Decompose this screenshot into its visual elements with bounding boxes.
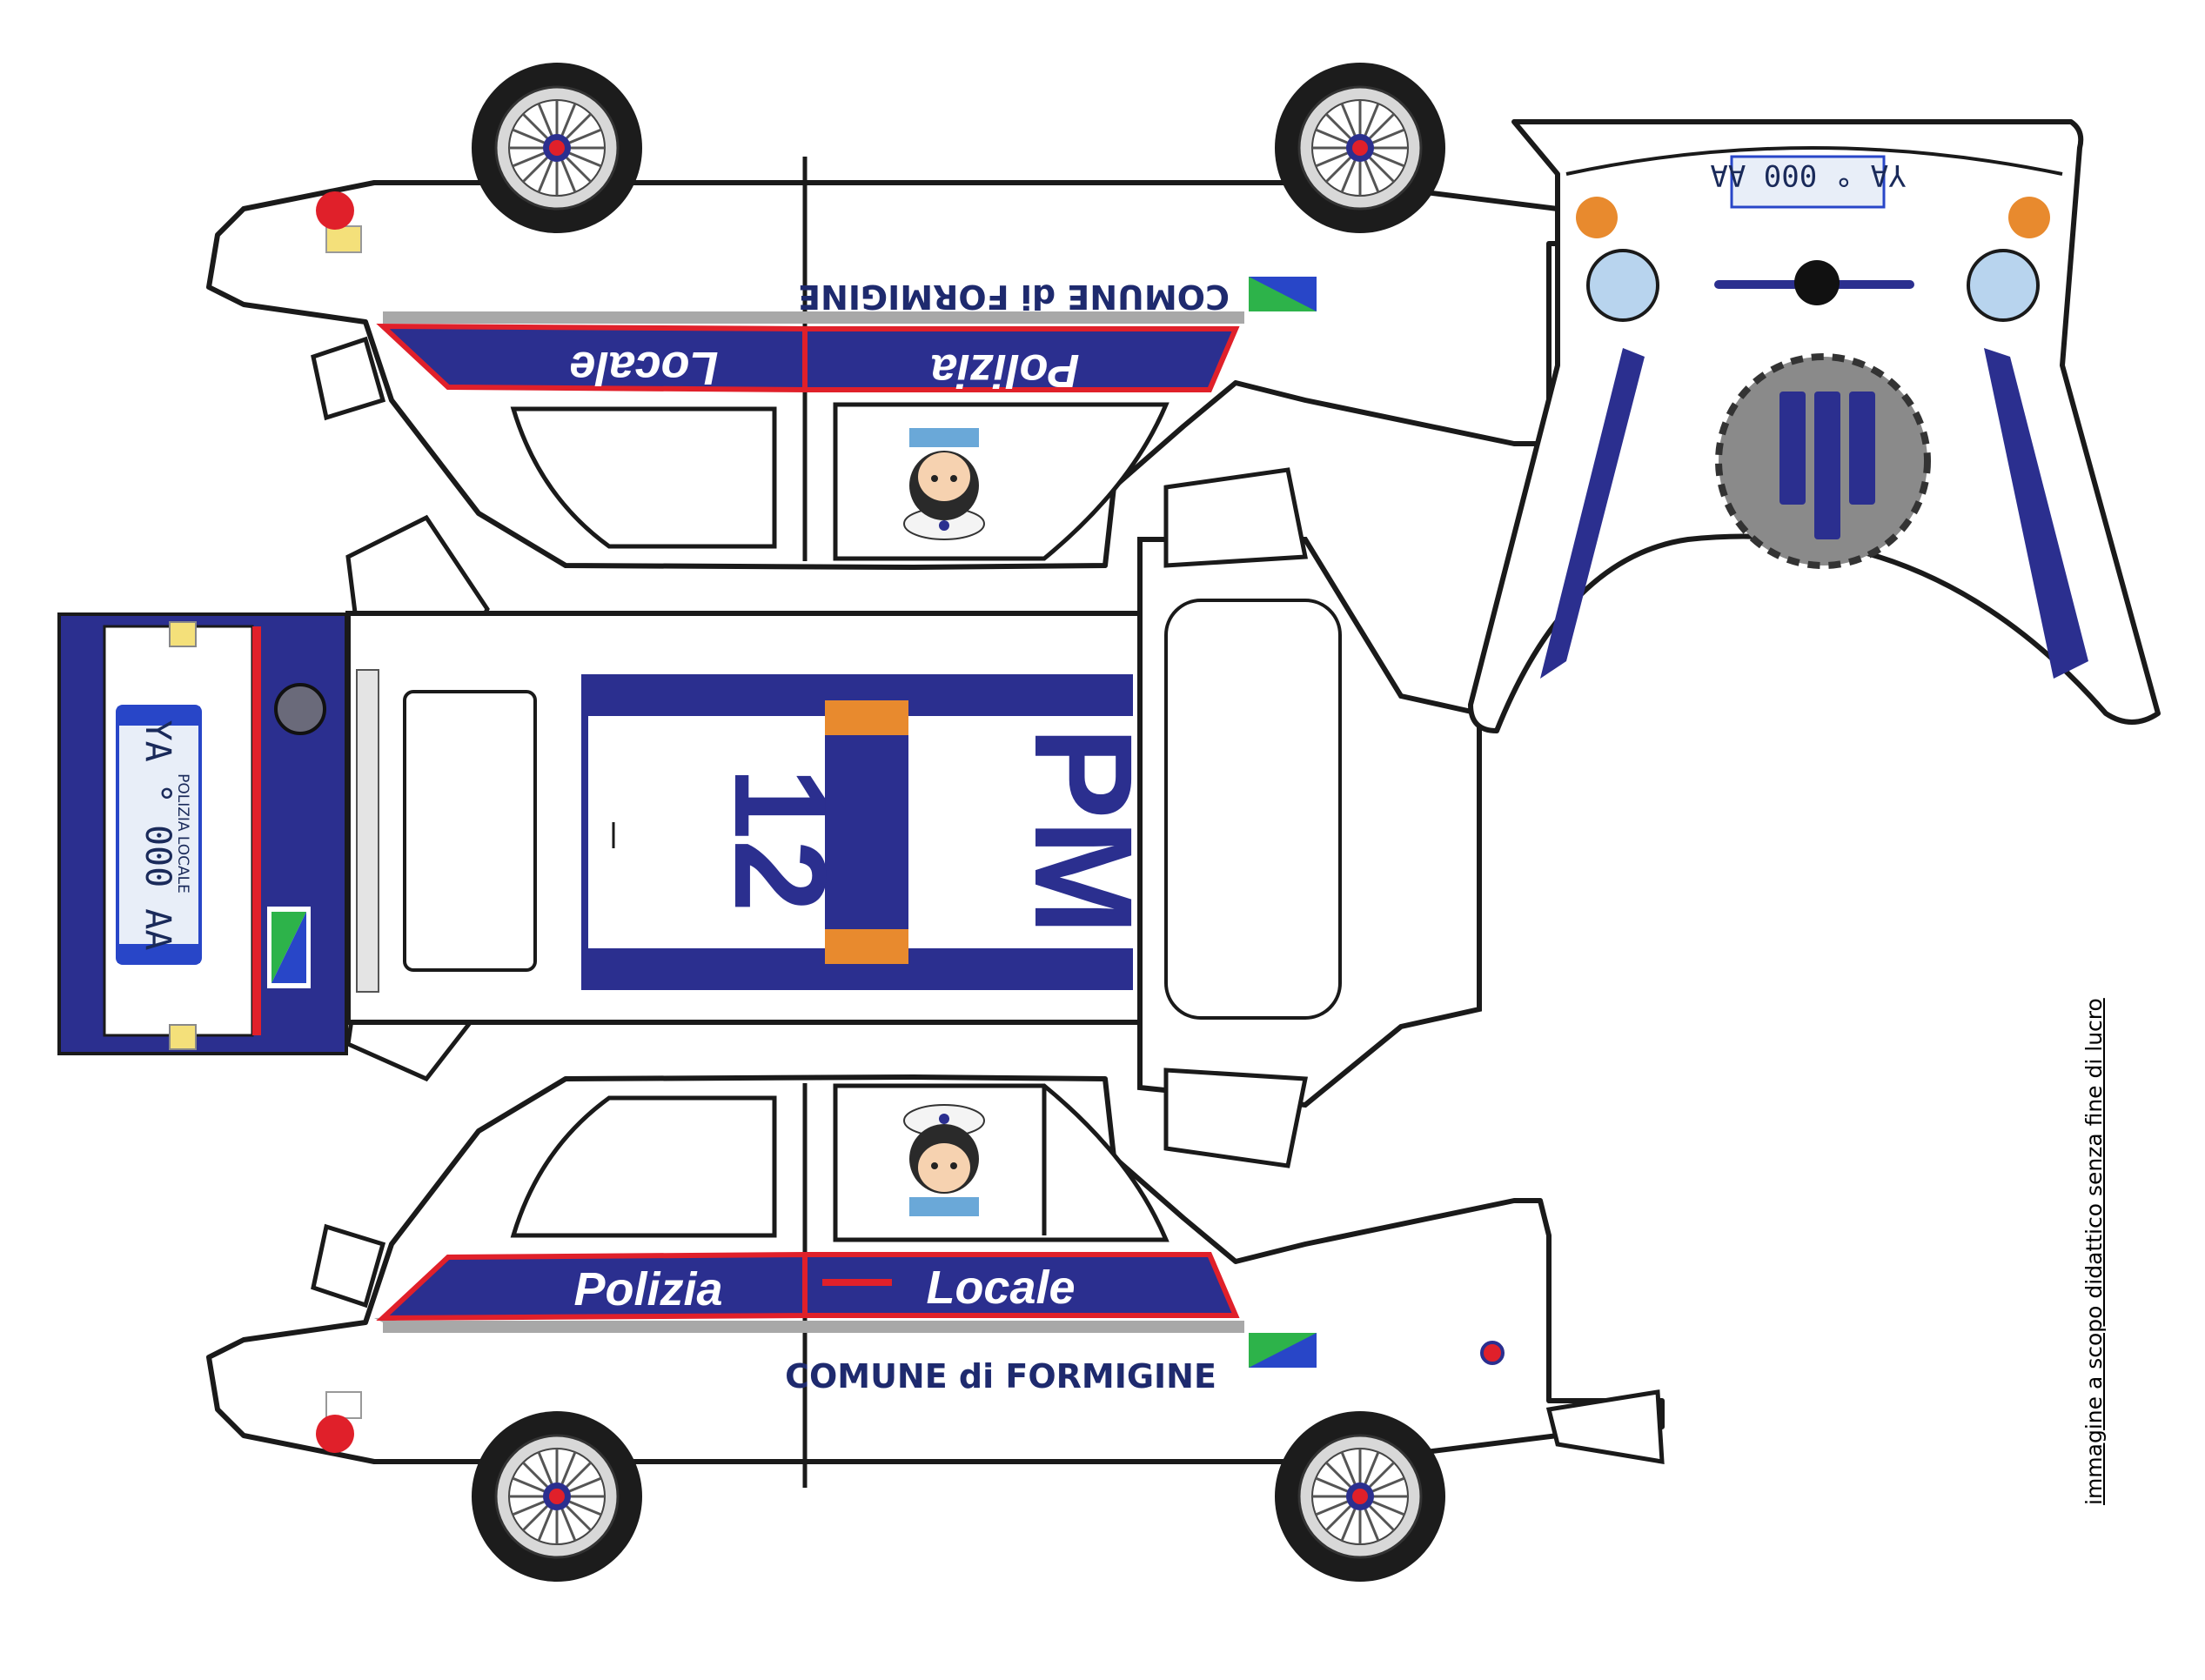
front-panel: YA ° 000 AA [1468, 119, 2161, 733]
regional-flag-icon [1249, 1333, 1317, 1368]
number-label: 12 [707, 767, 854, 913]
side-view-top [206, 61, 1665, 570]
locale-label-bottom: Locale [926, 1262, 1075, 1314]
wheel-icon [1273, 1409, 1447, 1583]
emblem-icon [274, 683, 326, 735]
plate-number-rear: YA ° 000 AA [137, 720, 178, 951]
comune-label-bottom: COMUNE di FORMIGINE [785, 1357, 1216, 1396]
plate-number-front: YA ° 000 AA [1710, 157, 1906, 192]
side-view-bottom: Polizia Locale COMUNE di FORMIGINE [206, 1074, 1665, 1583]
polizia-label-top: Polizia [930, 345, 1079, 397]
polizia-label-bottom: Polizia [573, 1263, 722, 1315]
license-plate-icon: YA ° 000 AA [1710, 155, 1907, 209]
emblem-icon [1794, 260, 1840, 305]
plate-caption-rear: POLIZIA LOCALE [174, 773, 191, 894]
pm-label: PM [1006, 726, 1162, 935]
police-officer-icon [889, 1095, 999, 1219]
wheel-icon [470, 1409, 644, 1583]
locale-label-top: Locale [569, 342, 718, 394]
license-plate-icon: POLIZIA LOCALE YA ° 000 AA [116, 705, 202, 965]
roof-panel: PM 12 [345, 467, 1482, 1168]
comune-label-top: COMUNE di FORMIGINE [798, 278, 1230, 316]
disclaimer-text: immagine a scopo didattico senza fine di… [2081, 998, 2107, 1505]
rear-panel: POLIZIA LOCALE YA ° 000 AA [57, 612, 348, 1055]
